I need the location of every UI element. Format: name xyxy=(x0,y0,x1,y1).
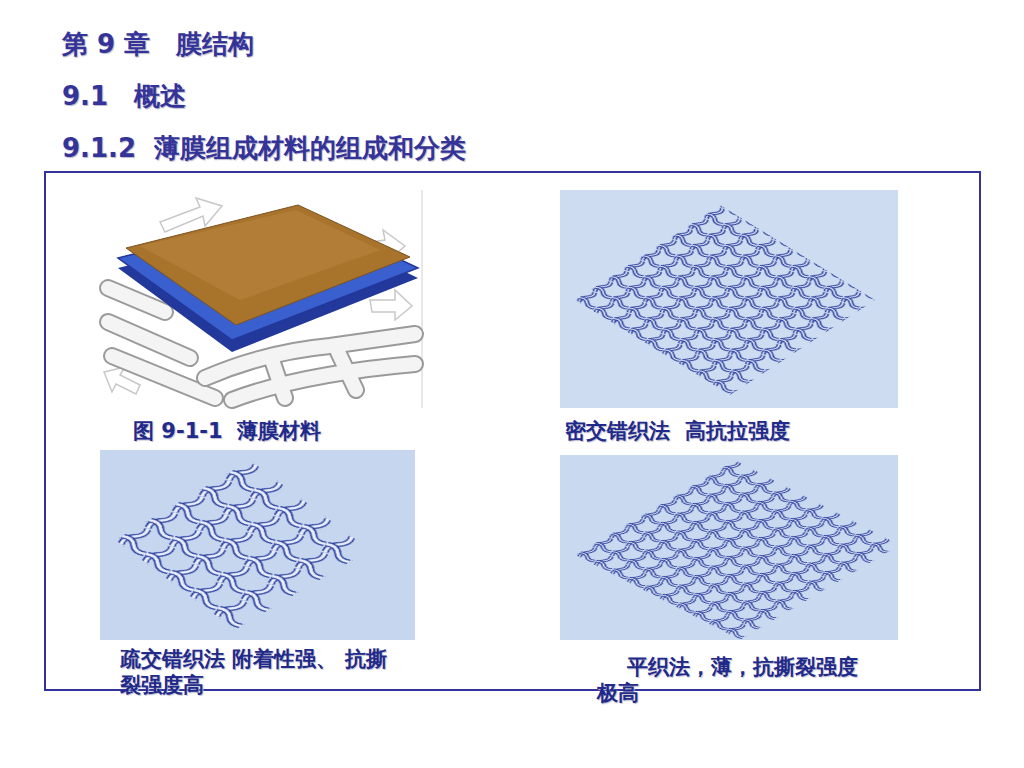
chapter-title: 第 9 章 膜结构 xyxy=(62,28,254,60)
section-heading: 9.1.2 薄膜组成材料的组成和分类 xyxy=(62,132,466,164)
figure-caption: 图 9-1-1 薄膜材料 xyxy=(133,418,403,444)
figure-caption: 密交错织法 高抗拉强度 xyxy=(565,418,895,444)
section-heading: 9.1 概述 xyxy=(62,80,186,112)
image-panel: 平织法，薄，抗撕裂强度极高 xyxy=(560,455,898,640)
image-panel: 密交错织法 高抗拉强度 xyxy=(560,190,898,408)
figure-caption: 疏交错织法 附着性强、 抗撕裂强度高 xyxy=(120,646,400,698)
figure-caption: 平织法，薄，抗撕裂强度极高 xyxy=(597,654,859,706)
image-panel: 图 9-1-1 薄膜材料 xyxy=(100,190,422,408)
image-panel: 疏交错织法 附着性强、 抗撕裂强度高 xyxy=(100,450,415,640)
